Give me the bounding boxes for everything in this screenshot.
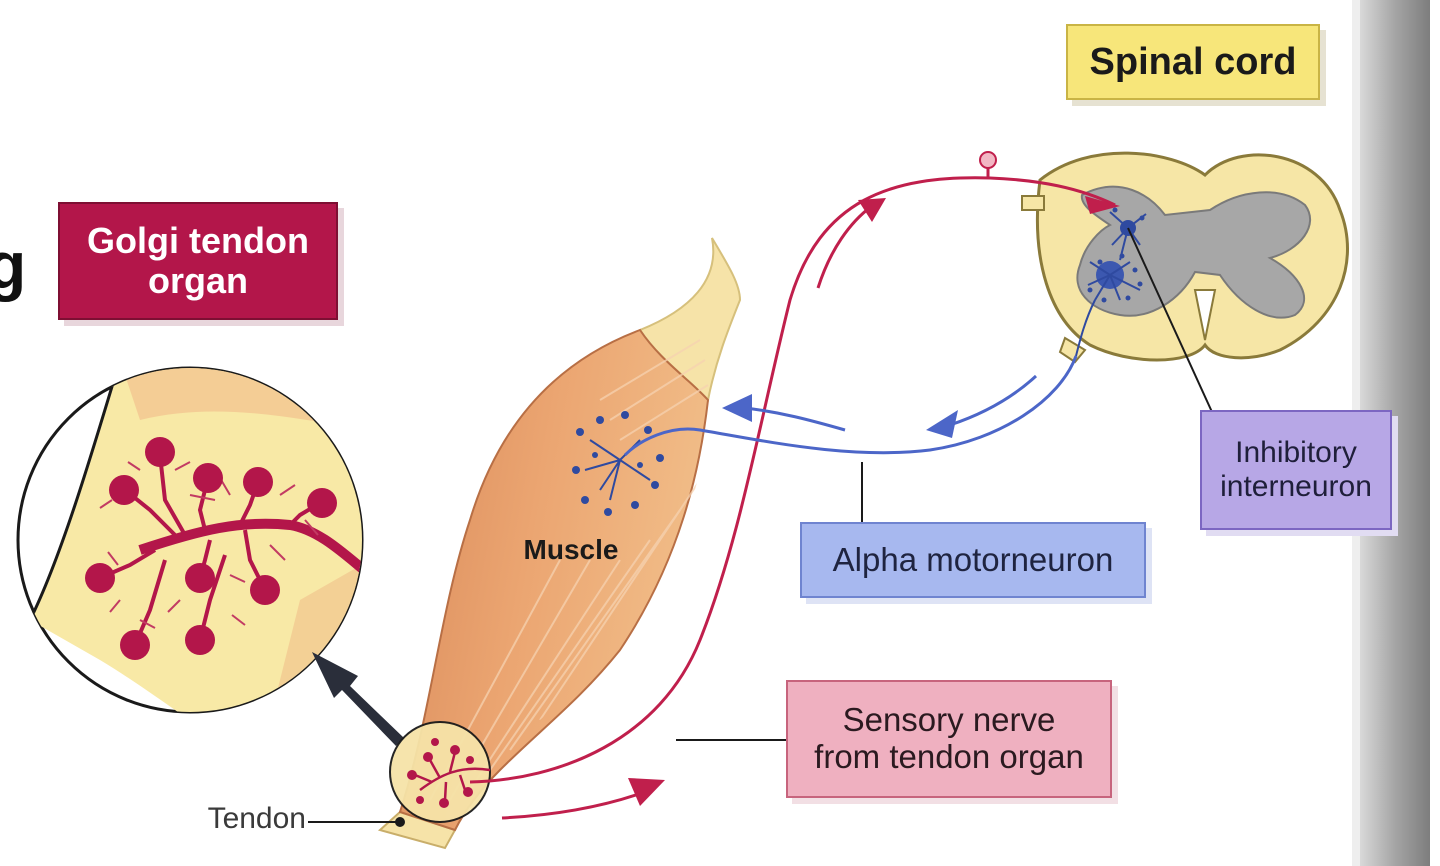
muscle-label: Muscle xyxy=(523,534,619,566)
sensory-nerve-label: Sensory nerve from tendon organ xyxy=(786,680,1112,798)
muscle-belly xyxy=(398,328,710,832)
tendon-label: Tendon xyxy=(207,802,306,836)
golgi-tendon-organ-label: Golgi tendon organ xyxy=(58,202,338,320)
spinal-cord-section xyxy=(1021,151,1349,413)
inhibitory-interneuron-label: Inhibitory interneuron xyxy=(1200,410,1392,530)
spinal-cord-label: Spinal cord xyxy=(1066,24,1320,100)
motor-pathway xyxy=(623,355,1078,522)
magnified-golgi-organ xyxy=(16,366,364,714)
sensory-pathway xyxy=(469,151,1120,820)
cropped-edge-text: g xyxy=(0,228,27,303)
muscle-illustration xyxy=(308,237,742,850)
magnify-arrow xyxy=(312,652,404,746)
alpha-motorneuron-label: Alpha motorneuron xyxy=(800,522,1146,598)
